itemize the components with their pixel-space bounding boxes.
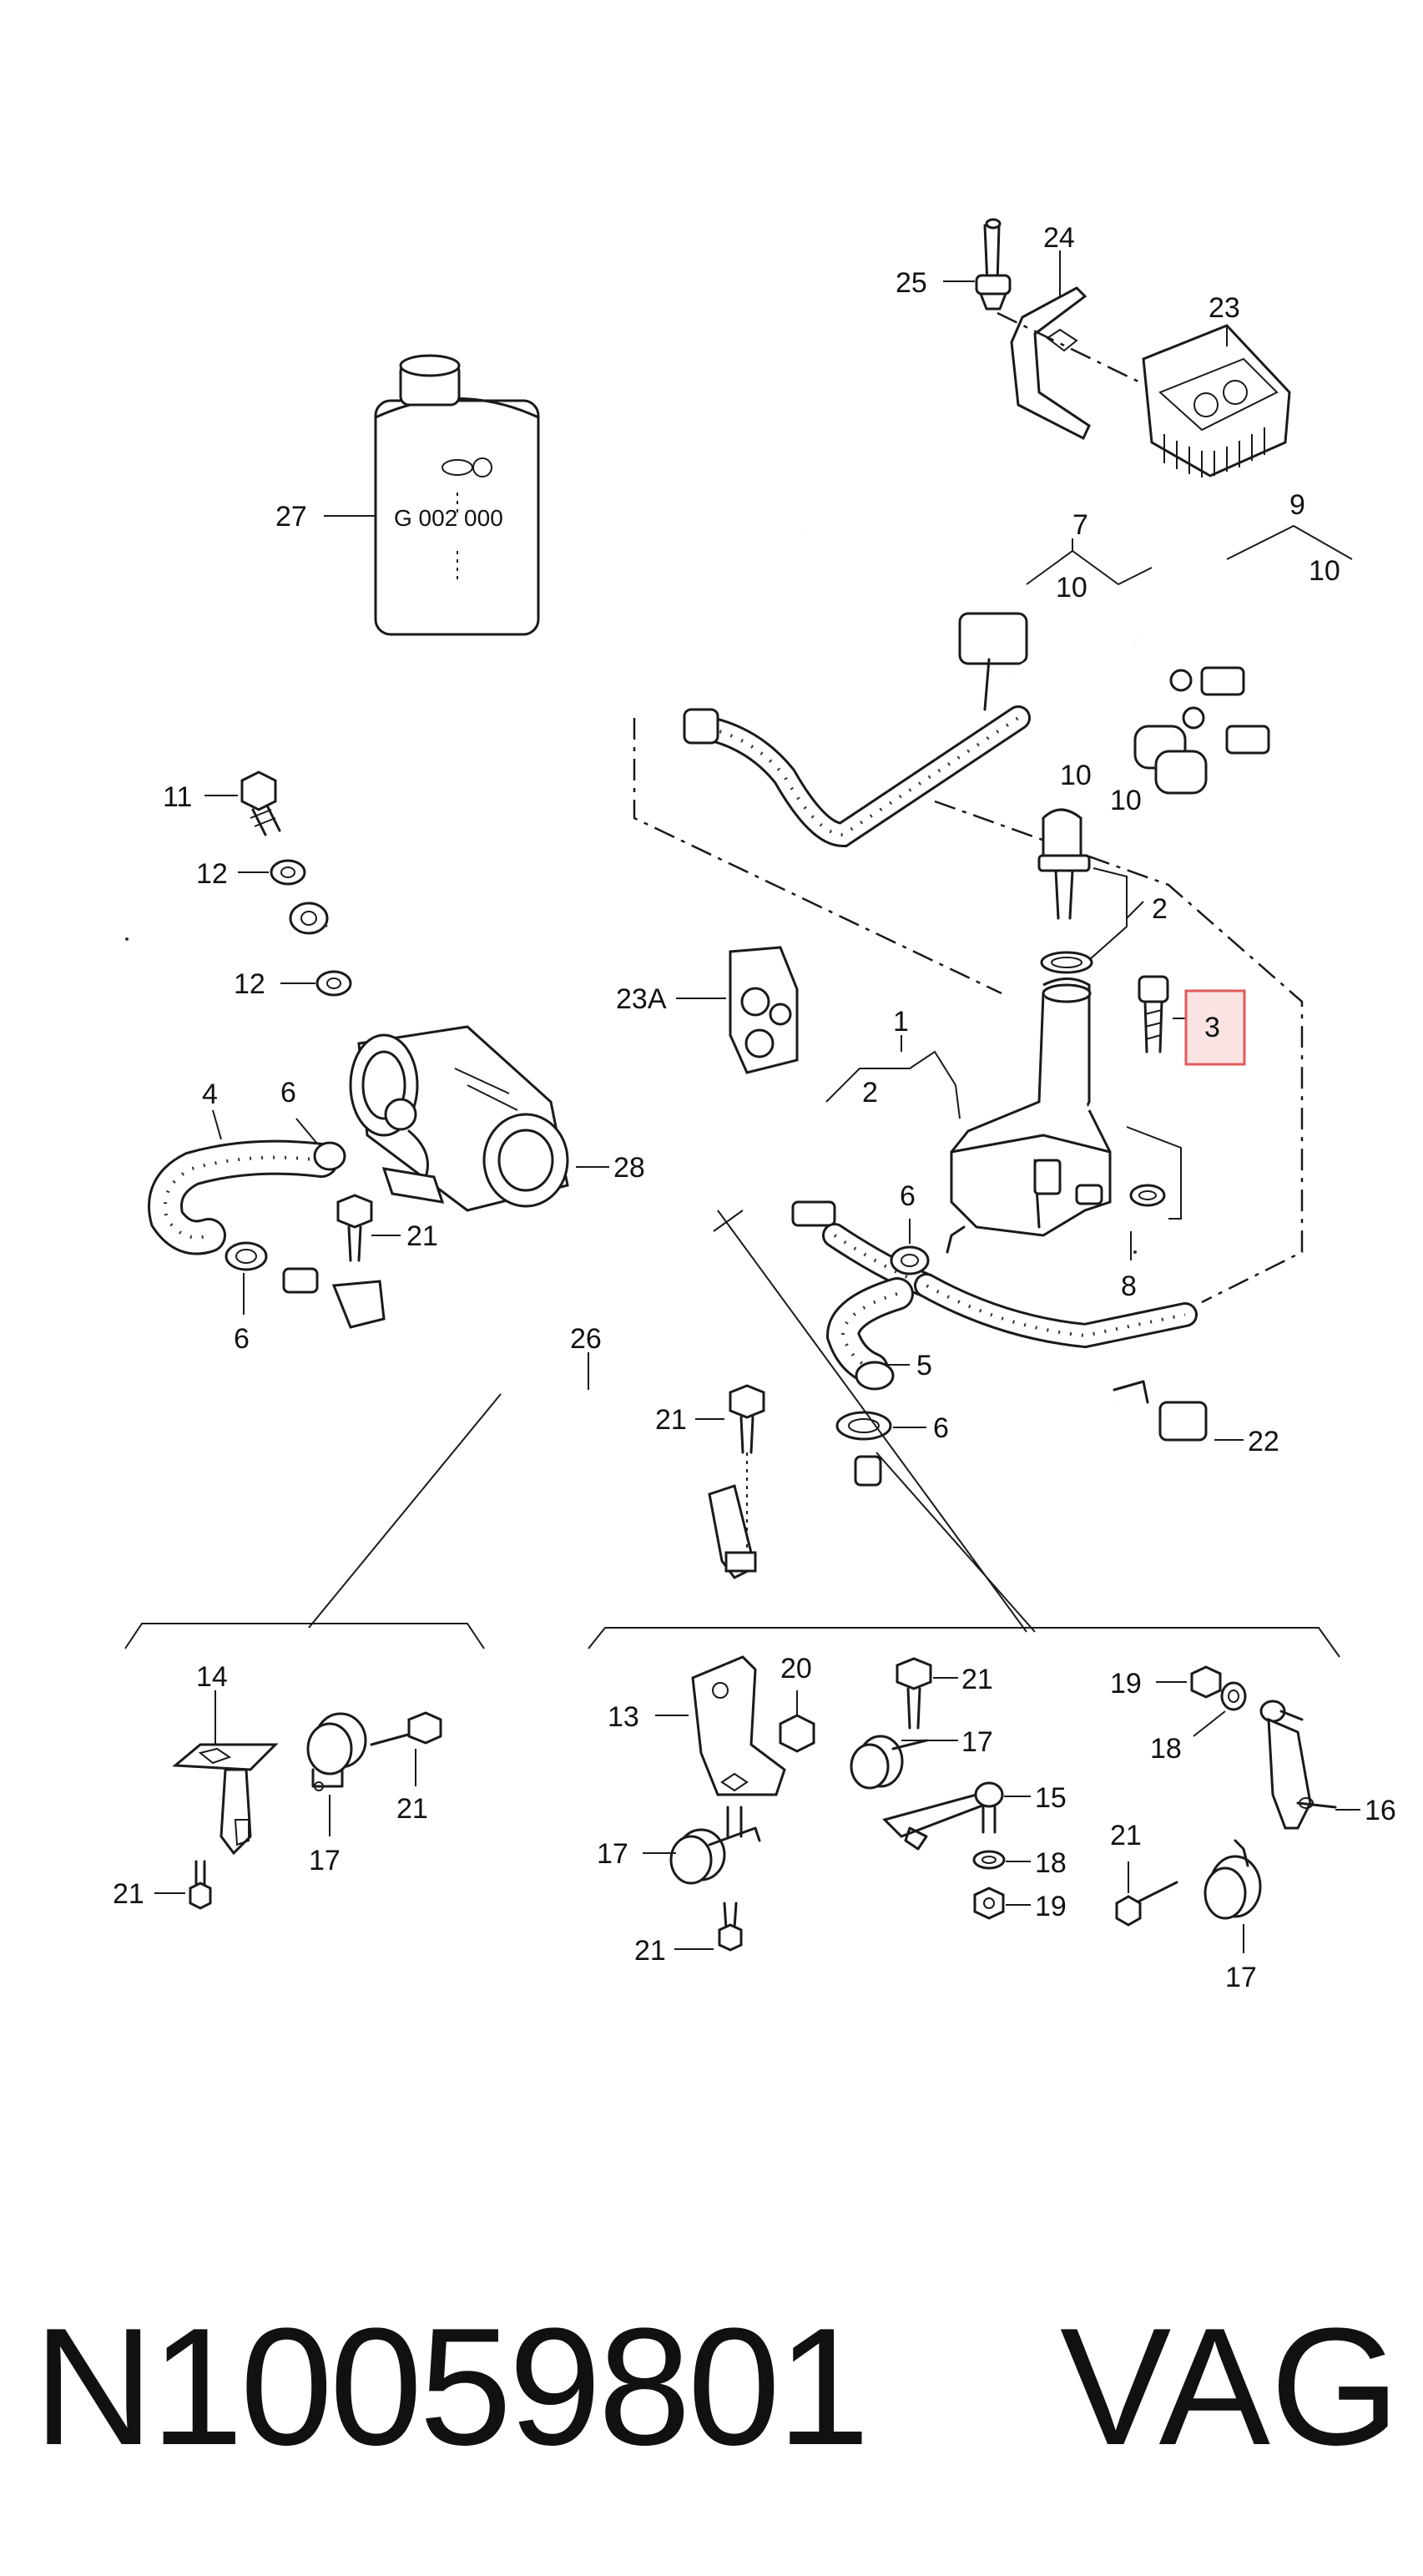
callout-6-lower-clamp: 6: [933, 1412, 949, 1444]
callout-12-upper: 12: [196, 858, 228, 890]
callout-6-hose-top: 6: [280, 1077, 296, 1109]
callout-23a: 23A: [616, 983, 667, 1015]
callout-17-right-left: 17: [597, 1838, 628, 1870]
callout-1: 1: [893, 1006, 909, 1038]
callout-21-left-bottom: 21: [113, 1878, 144, 1910]
callout-10-upper-left: 10: [1056, 572, 1087, 604]
brand-label: VAG: [1060, 2294, 1400, 2480]
cylinder-part-28-illustration: [349, 1025, 569, 1212]
callout-6-hose-bottom: 6: [234, 1323, 250, 1355]
pipe-part-26-illustration: [282, 1267, 882, 1579]
canister-code-label: G 002 000: [394, 505, 503, 531]
part-number-label: N10059801: [33, 2294, 870, 2480]
callout-20: 20: [780, 1653, 812, 1685]
callout-19-center: 19: [1035, 1891, 1067, 1922]
valve-block-bracket-illustration: [975, 218, 1291, 477]
vw-badge-icon: [472, 457, 492, 477]
callout-17-left: 17: [309, 1845, 341, 1876]
callout-7: 7: [1072, 509, 1088, 541]
callout-17-far-right: 17: [1225, 1962, 1257, 1993]
highlight-box-part-3: [1184, 989, 1246, 1066]
callout-21-left-right: 21: [396, 1793, 428, 1825]
detail-group-left-illustration: [172, 1711, 442, 1910]
callout-14: 14: [196, 1661, 228, 1693]
callout-21-right-top: 21: [961, 1664, 993, 1695]
bolt-21-upper-illustration: [336, 1194, 373, 1262]
reservoir-cap-illustration: [1037, 808, 1093, 974]
callout-12-lower: 12: [234, 968, 265, 1000]
callout-2-reservoir: 2: [862, 1077, 878, 1109]
screw-part-3-illustration: [1138, 975, 1169, 1053]
callout-3-highlighted[interactable]: 3: [1204, 1012, 1220, 1043]
callout-22: 22: [1248, 1426, 1279, 1457]
pressure-pipe-illustration: [325, 924, 1198, 1349]
callout-10-lower: 10: [1110, 785, 1142, 816]
callout-10-mid: 10: [1060, 760, 1092, 791]
upper-line-assembly-illustration: [683, 517, 1350, 848]
callout-18-center: 18: [1035, 1847, 1067, 1879]
callout-26: 26: [570, 1323, 602, 1355]
callout-27: 27: [275, 501, 307, 533]
callout-13: 13: [608, 1701, 639, 1733]
callout-18-right: 18: [1150, 1733, 1182, 1765]
callout-6-upper-hose: 6: [900, 1180, 916, 1212]
callout-21-mid: 21: [655, 1404, 687, 1436]
reservoir-illustration: [946, 977, 1166, 1254]
hose-part-5-illustration: [825, 1245, 930, 1441]
callout-8: 8: [1121, 1270, 1137, 1302]
callout-16: 16: [1365, 1795, 1396, 1826]
bracket-23a-illustration: [729, 946, 799, 1074]
callout-5: 5: [916, 1350, 932, 1381]
bolt-21-mid-illustration: [729, 1384, 765, 1548]
callout-23: 23: [1209, 292, 1240, 324]
clamp-part-22-illustration: [1109, 1380, 1215, 1483]
callout-19-right: 19: [1110, 1668, 1142, 1700]
callout-17-right-center: 17: [961, 1726, 993, 1758]
callout-21-right-bottom: 21: [634, 1935, 666, 1967]
hose-part-4-illustration: [148, 1139, 346, 1271]
callout-4: 4: [202, 1078, 218, 1110]
callout-21-upper: 21: [406, 1220, 438, 1252]
callout-24: 24: [1043, 222, 1075, 254]
detail-group-right-illustration: [669, 1655, 1337, 1952]
fluid-canister-illustration: G 002 000: [374, 354, 540, 636]
banjo-bolt-illustration: [240, 770, 352, 997]
callout-25: 25: [896, 267, 927, 299]
callout-11: 11: [163, 781, 192, 813]
callout-2-cap: 2: [1152, 893, 1168, 925]
callout-9: 9: [1289, 489, 1305, 521]
callout-28: 28: [613, 1152, 645, 1184]
callout-10-upper-right: 10: [1309, 555, 1340, 587]
callout-15: 15: [1035, 1782, 1067, 1814]
callout-21-far-right: 21: [1110, 1820, 1142, 1851]
